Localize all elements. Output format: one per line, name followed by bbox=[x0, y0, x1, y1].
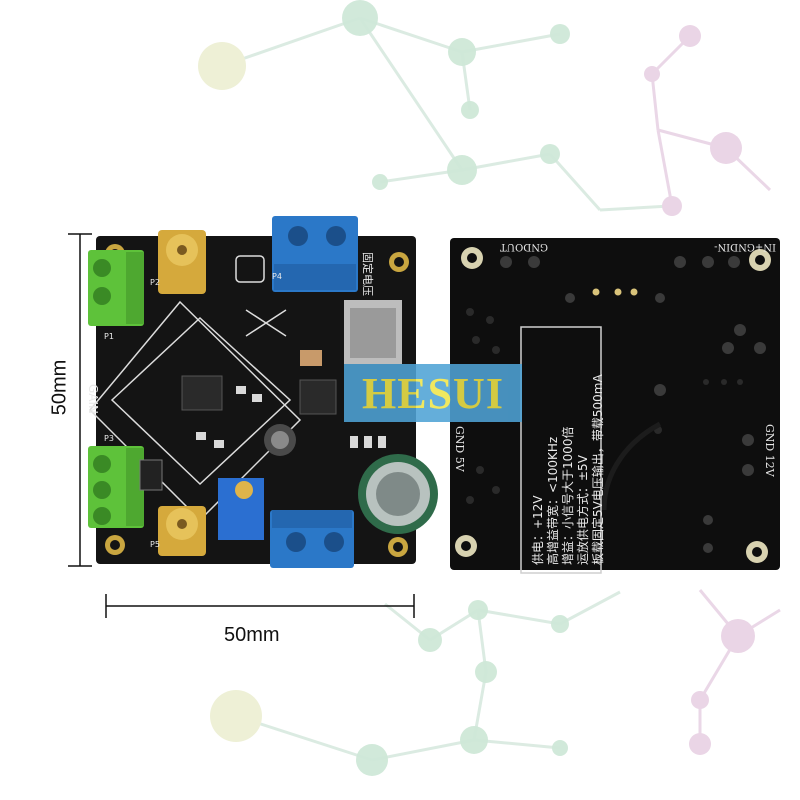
p4-label: P4 bbox=[272, 272, 282, 281]
back-pcb bbox=[450, 238, 780, 574]
p2-label: P2 bbox=[150, 278, 160, 287]
fixed-voltage-label: 固定电压 bbox=[361, 252, 374, 296]
spec-text-box: 供电：+12V 高增益带宽：<100KHz 增益：小信号大于1000倍 运放供电… bbox=[521, 327, 605, 573]
p5-label: P5 bbox=[150, 540, 160, 549]
gnd-12v-label: GND 12V bbox=[763, 424, 776, 477]
p3-label: P3 bbox=[104, 434, 114, 443]
watermark-text: HESUI bbox=[362, 368, 504, 418]
in-gnd-label: IN+GNDIN- bbox=[714, 241, 776, 252]
gnd-out-label: GNDOUT bbox=[499, 241, 548, 252]
gnd-5v-label: GND 5V bbox=[453, 426, 466, 472]
gain-label: GAIN bbox=[86, 384, 100, 415]
p1-label: P1 bbox=[104, 332, 114, 341]
height-dimension-label: 50mm bbox=[48, 359, 71, 416]
spec-line-5: 板载固定5V电压输出，带载500mA bbox=[591, 374, 605, 565]
front-pcb bbox=[88, 216, 438, 568]
width-dimension-label: 50mm bbox=[224, 624, 280, 646]
brand-watermark: HESUI bbox=[344, 364, 522, 422]
